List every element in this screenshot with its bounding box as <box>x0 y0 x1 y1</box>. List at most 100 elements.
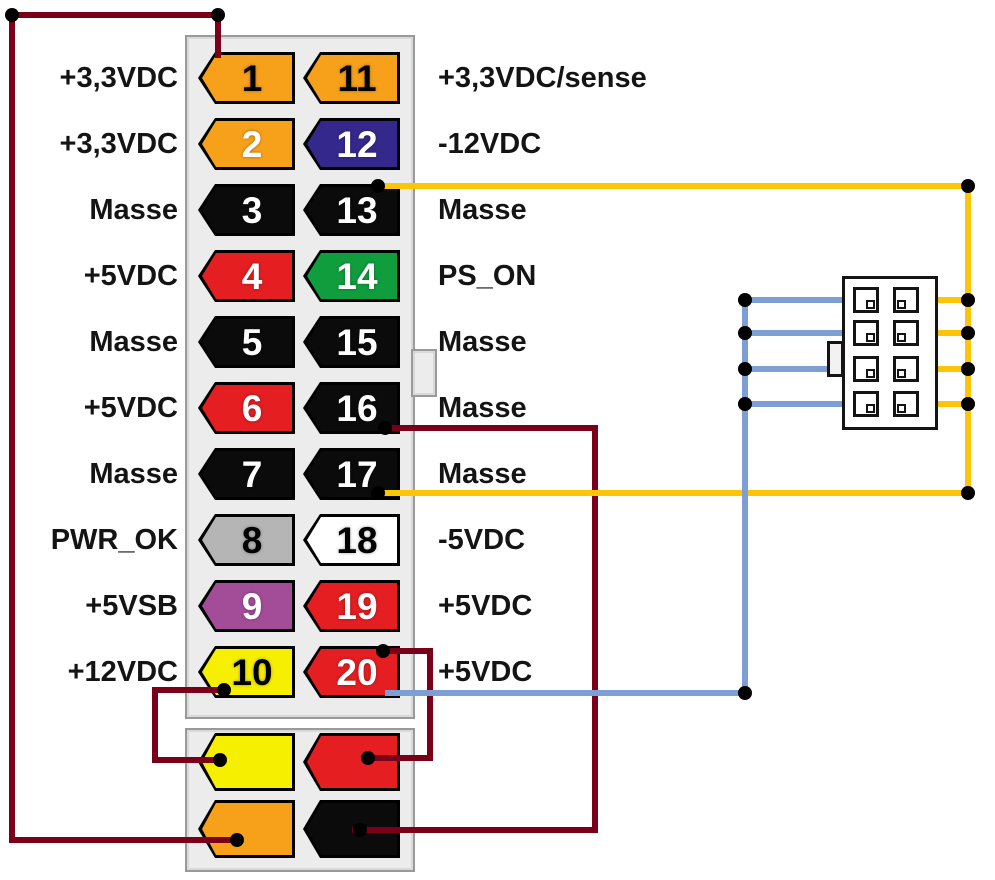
pin-7-body: 7 <box>202 451 292 497</box>
wire-yellow-branch <box>915 366 968 372</box>
wire-pin16-segment <box>383 425 598 431</box>
pin-12-number: 12 <box>336 123 378 165</box>
wire-pin1-loop-segment <box>9 837 240 843</box>
pin-6: 6 <box>198 382 295 434</box>
wire-pin10-segment <box>152 687 158 763</box>
junction-dot <box>371 486 385 500</box>
junction-dot <box>961 293 975 307</box>
pin-label-left: +5VDC <box>83 260 178 292</box>
junction-dot <box>961 362 975 376</box>
pin-1-number: 1 <box>241 57 263 99</box>
junction-dot <box>961 179 975 193</box>
terminal-cell <box>893 320 919 346</box>
junction-dot <box>361 751 375 765</box>
pin-3-number: 3 <box>241 189 263 231</box>
pin-label-right: PS_ON <box>438 260 537 292</box>
pin-5-body: 5 <box>202 319 292 365</box>
wire-pin1-loop-segment <box>9 12 15 843</box>
pin-2-number: 2 <box>241 123 263 165</box>
pin-label-right: Masse <box>438 392 527 424</box>
pin-3: 3 <box>198 184 295 236</box>
wire-blue-branch <box>742 401 860 407</box>
bottom-pin-red-body <box>307 736 397 788</box>
terminal-cell <box>853 391 879 417</box>
pin-1-body: 1 <box>202 55 292 101</box>
pin-5: 5 <box>198 316 295 368</box>
pin-10-number: 10 <box>231 651 273 693</box>
pin-8-body: 8 <box>202 517 292 563</box>
pin-16-number: 16 <box>336 387 378 429</box>
bottom-pin-red <box>303 733 400 791</box>
pin-4: 4 <box>198 250 295 302</box>
pin-label-left: Masse <box>89 194 178 226</box>
pin-label-left: +12VDC <box>67 656 178 688</box>
wire-pin1-loop-segment <box>9 12 221 18</box>
wire-pin20-segment <box>380 648 433 654</box>
pin-label-right: Masse <box>438 458 527 490</box>
junction-dot <box>738 397 752 411</box>
pin-13: 13 <box>303 184 400 236</box>
pin-8: 8 <box>198 514 295 566</box>
wire-pin10-segment <box>152 757 222 763</box>
pin-7-number: 7 <box>241 453 263 495</box>
pin-11-body: 11 <box>307 55 397 101</box>
terminal-cell <box>853 287 879 313</box>
pin-13-body: 13 <box>307 187 397 233</box>
mini-connector <box>842 276 938 430</box>
pin-5-number: 5 <box>241 321 263 363</box>
wire-blue-branch <box>742 297 860 303</box>
pin-9: 9 <box>198 580 295 632</box>
pin-19-number: 19 <box>336 585 378 627</box>
pin-18: 18 <box>303 514 400 566</box>
pin-16: 16 <box>303 382 400 434</box>
pin-14: 14 <box>303 250 400 302</box>
pin-label-left: Masse <box>89 458 178 490</box>
pin-15-number: 15 <box>336 321 378 363</box>
pin-18-number: 18 <box>336 519 378 561</box>
wire-pin10-segment <box>152 687 225 693</box>
pin-label-left: +3,3VDC <box>59 128 178 160</box>
pin-11: 11 <box>303 52 400 104</box>
wire-pin20-segment <box>427 648 433 761</box>
junction-dot <box>961 397 975 411</box>
wire-yellow-branch <box>915 297 968 303</box>
junction-dot <box>5 8 19 22</box>
pin-14-body: 14 <box>307 253 397 299</box>
pin-9-number: 9 <box>241 585 263 627</box>
junction-dot <box>211 8 225 22</box>
pin-1: 1 <box>198 52 295 104</box>
pin-13-number: 13 <box>336 189 378 231</box>
junction-dot <box>213 753 227 767</box>
pin-4-number: 4 <box>241 255 263 297</box>
terminal-cell <box>893 287 919 313</box>
pin-17-number: 17 <box>336 453 378 495</box>
pin-label-left: +3,3VDC <box>59 62 178 94</box>
pin-6-body: 6 <box>202 385 292 431</box>
pin-label-right: -12VDC <box>438 128 542 160</box>
pin-2: 2 <box>198 118 295 170</box>
wire-pin20-blue-segment <box>385 690 748 696</box>
pin-label-left: PWR_OK <box>50 524 178 556</box>
junction-dot <box>217 683 231 697</box>
wire-pin13-segment <box>375 183 971 189</box>
junction-dot <box>961 486 975 500</box>
junction-dot <box>230 833 244 847</box>
pin-11-number: 11 <box>337 57 377 99</box>
terminal-cell <box>893 391 919 417</box>
pin-20-number: 20 <box>336 651 378 693</box>
wire-yellow-branch <box>915 330 968 336</box>
connector-latch-tab <box>411 349 437 397</box>
junction-dot <box>376 644 390 658</box>
terminal-cell <box>853 356 879 382</box>
junction-dot <box>738 686 752 700</box>
pin-label-left: Masse <box>89 326 178 358</box>
junction-dot <box>378 421 392 435</box>
wire-pin16-segment <box>592 425 598 833</box>
pin-9-body: 9 <box>202 583 292 629</box>
bottom-pin-orange-body <box>202 803 292 855</box>
junction-dot <box>738 293 752 307</box>
wire-pin1-loop-segment <box>215 12 221 58</box>
pin-label-right: Masse <box>438 194 527 226</box>
wire-pin17-segment <box>375 490 971 496</box>
